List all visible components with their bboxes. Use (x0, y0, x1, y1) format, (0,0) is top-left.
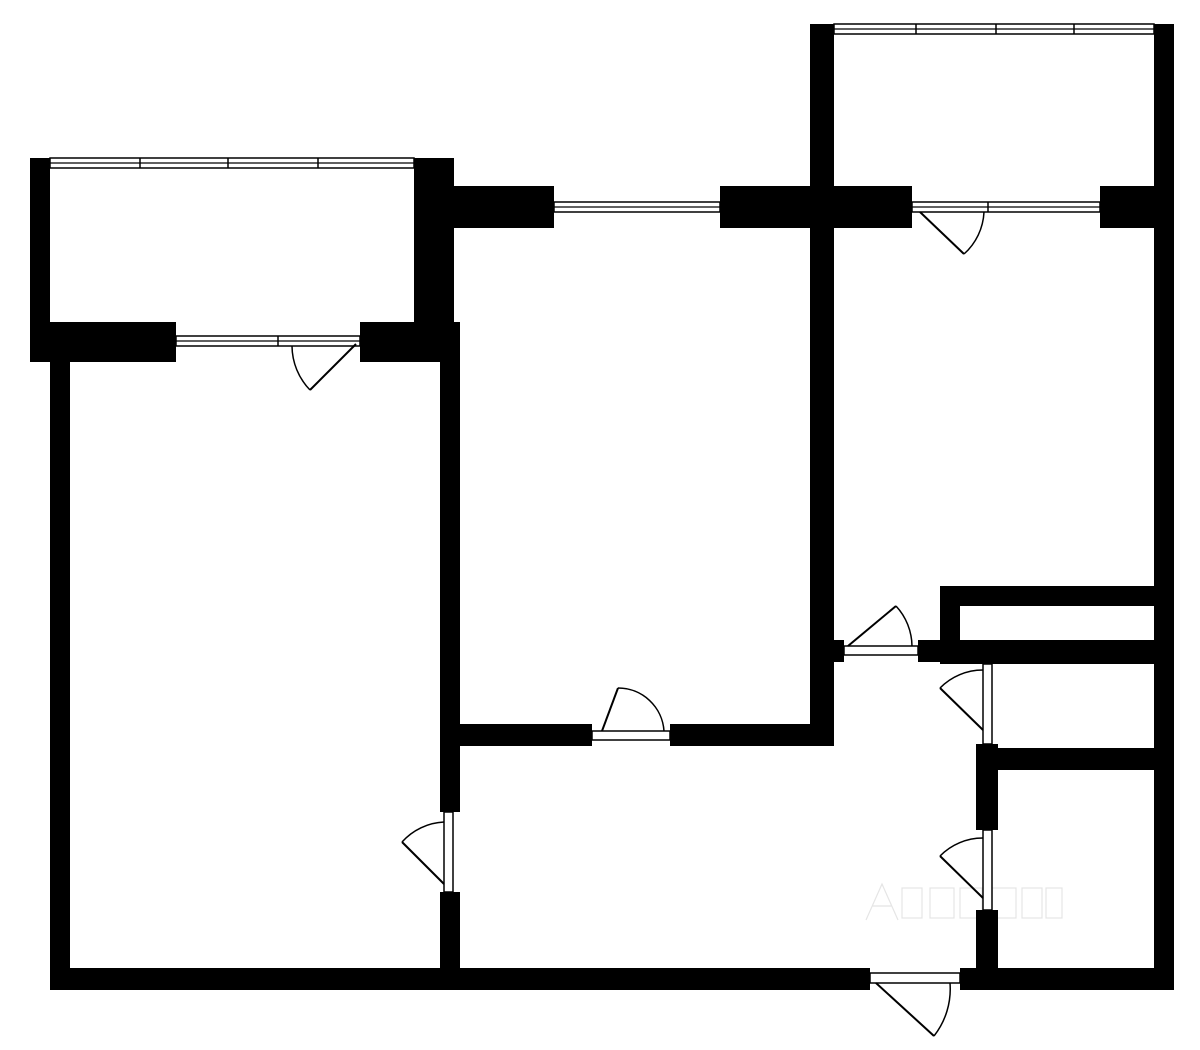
room-right-window (911, 201, 1101, 213)
balcony-left-window (49, 157, 415, 169)
loggia-right-door (919, 211, 985, 255)
room-left-door (401, 811, 454, 893)
room-right-door (843, 605, 919, 656)
room-center-window (553, 201, 721, 213)
room-left-walls (30, 322, 460, 990)
bathroom-walls (976, 744, 1154, 972)
watermark-logo (865, 882, 1063, 921)
room-center-door (591, 687, 671, 741)
room-center-walls (440, 186, 836, 746)
loggia-right-window (833, 23, 1155, 35)
loggia-right (810, 24, 1174, 194)
bathroom-door (939, 663, 993, 745)
toilet-door (939, 829, 993, 911)
balcony-left-door (291, 343, 357, 391)
room-left-window (175, 335, 361, 347)
closet-walls (940, 586, 1154, 664)
room-right-walls (834, 186, 1174, 990)
hallway-walls (50, 724, 1174, 990)
entrance-door (869, 972, 961, 1037)
